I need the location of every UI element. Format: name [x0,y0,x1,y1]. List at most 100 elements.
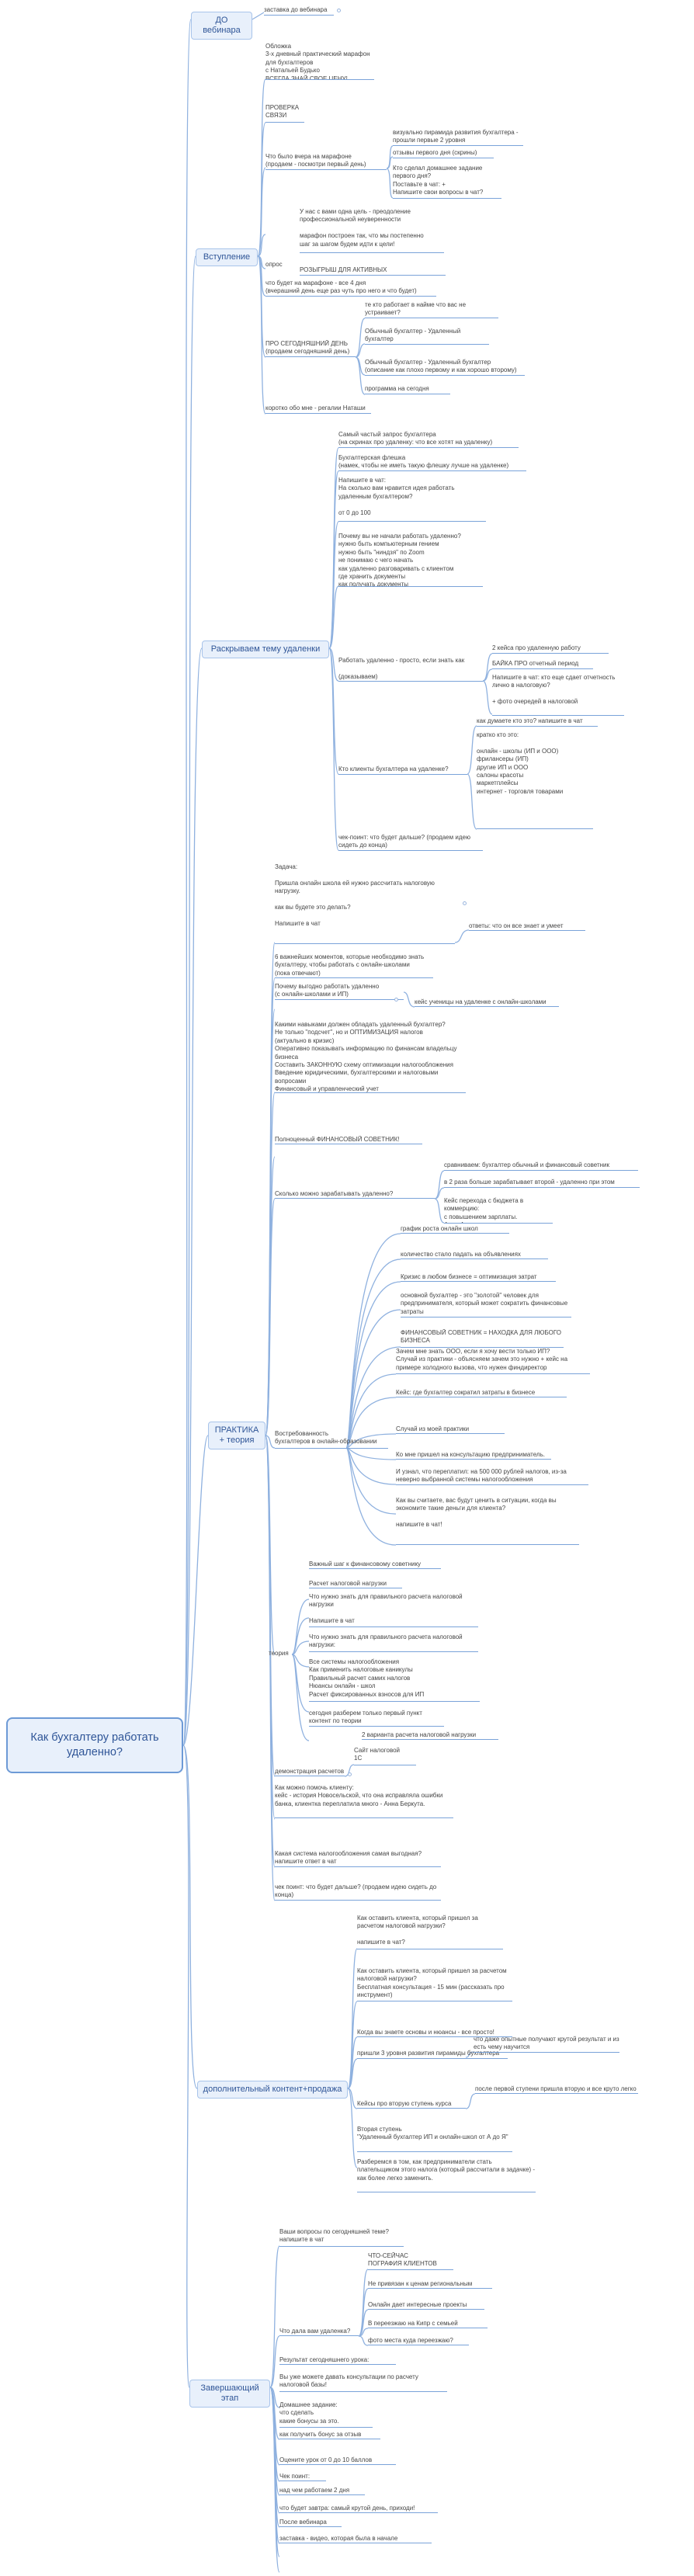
node-three-levels[interactable]: пришли 3 уровня развития пирамиды бухгал… [357,2050,508,2059]
node-calc-demo[interactable]: демонстрация расчетов [275,1768,345,1776]
node-financial-advisor[interactable]: Полноценный ФИНАНСОВЫЙ СОВЕТНИК! [275,1136,422,1144]
node-questions[interactable]: Ваши вопросы по сегодняшней теме? напиши… [279,2228,404,2247]
node-keep-client-chat[interactable]: Как оставить клиента, который пришел за … [357,1915,503,1949]
node-closing-video[interactable]: заставка - видео, которая была в начале [279,2535,432,2543]
node-become-payer[interactable]: Разберемся в том, как предприниматели ст… [357,2158,536,2192]
node-today-description[interactable]: Обычный бухгалтер - Удаленный бухгалтер … [365,359,525,376]
node-work-plan[interactable]: над чем работаем 2 дня [279,2487,365,2495]
node-checkpoint-b3[interactable]: чек-поинт: что будет дальше? (продаем ид… [338,834,483,851]
node-tax-systems-list[interactable]: Все системы налогообложения Как применит… [309,1658,480,1702]
node-basics-easy[interactable]: Когда вы знаете основы и нюансы - все пр… [357,2029,512,2037]
node-remote-is-easy[interactable]: Работать удаленно - просто, если знать к… [338,657,483,682]
node-yesterday-recap[interactable]: Что было вчера на марафоне (продаем - по… [265,153,387,170]
node-demand[interactable]: Востребованность бухгалтеров в онлайн-об… [275,1430,388,1449]
node-cover[interactable]: Обложка 3-х дневный практический марафон… [265,43,374,80]
node-today-pain-poll[interactable]: те кто работает в найме что вас не устра… [365,301,498,318]
node-tax-site[interactable]: Сайт налоговой 1С [354,1747,416,1765]
node-two-cases[interactable]: 2 кейса про удаленную работу [492,644,609,654]
node-second-step[interactable]: Вторая ступень "Удаленный бухгалтер ИП и… [357,2126,512,2152]
node-skills[interactable]: Какими навыками должен обладать удаленны… [275,1021,466,1093]
node-collapse-icon[interactable] [348,1772,352,1776]
node-help-client-case[interactable]: Как можно помочь клиенту: кейс - история… [275,1784,453,1818]
node-remote-clients[interactable]: Кто клиенты бухгалтера на удаленке? [338,766,467,775]
node-theory-needs[interactable]: Что нужно знать для правильного расчета … [309,1633,478,1652]
node-why-not-started[interactable]: Почему вы не начали работать удаленно? н… [338,533,483,587]
node-homework-check[interactable]: Кто сделал домашнее задание первого дня?… [393,165,501,199]
node-checkpoint-b6[interactable]: Чек поинт: [279,2473,326,2481]
node-after-first-step[interactable]: после первой ступени пришла вторую и все… [475,2085,638,2094]
node-how-much-earn[interactable]: Сколько можно зарабатывать удаленно? [275,1190,435,1199]
node-tax-office-queue[interactable]: Напишите в чат: кто еще сдает отчетность… [492,674,624,716]
node-growth-chart[interactable]: график роста онлайн школ [401,1225,509,1234]
node-cost-cut-case[interactable]: Кейс: где бухгалтер сократил затраты в б… [396,1389,567,1397]
branch-intro[interactable]: Вступление [196,248,258,266]
node-answers[interactable]: ответы: что он все знает и умеет [469,922,585,931]
node-chat-rating[interactable]: Напишите в чат: На сколько вам нравится … [338,477,486,522]
node-client-types[interactable]: кратко кто это: онлайн - школы (ИП и ООО… [477,731,593,829]
branch-remote-topic[interactable]: Раскрываем тему удаленки [202,641,329,658]
node-theory-chat[interactable]: Что нужно знать для правильного расчета … [309,1593,478,1627]
node-why-remote[interactable]: Почему выгодно работать удаленно (с онла… [275,983,404,1000]
node-moving-photo[interactable]: фото места куда переезжаю? [368,2337,469,2345]
node-reporting-story[interactable]: БАЙКА ПРО отчетный период [492,660,593,669]
node-pyramid-levels[interactable]: визуально пирамида развития бухгалтера -… [393,129,523,146]
node-webinar-intro-screen[interactable]: заставка до вебинара [264,6,334,16]
node-day1-reviews[interactable]: отзывы первого дня (скрины) [393,149,494,158]
node-today-visual[interactable]: Обычный бухгалтер - Удаленный бухгалтер … [365,328,489,345]
node-connection-check[interactable]: ПРОВЕРКА СВЯЗИ [265,104,304,123]
node-twice-income[interactable]: в 2 раза больше зарабатывает второй - уд… [444,1179,640,1188]
branch-final-stage[interactable]: Завершающий этап [189,2380,270,2408]
node-common-request[interactable]: Самый частый запрос бухгалтера (на скрин… [338,431,519,448]
node-important-step[interactable]: Важный шаг к финансовому советнику [309,1561,441,1569]
node-collapse-icon[interactable] [394,998,398,1002]
branch-before-webinar[interactable]: ДО вебинара [191,12,252,40]
root-topic[interactable]: Как бухгалтеру работать удаленно? [6,1717,183,1773]
node-entrepreneur-came[interactable]: Ко мне пришел на консультацию предприним… [396,1451,551,1460]
node-tax-load-calc[interactable]: Расчет налоговой нагрузки [309,1580,402,1588]
node-guess-clients[interactable]: как думаете кто это? напишите в чат [477,717,598,727]
node-first-point[interactable]: сегодня разберем только первый пункт кон… [309,1710,444,1727]
node-why-ooo[interactable]: Зачем мне знать ООО, если я хочу вести т… [396,1348,590,1374]
node-after-webinar[interactable]: После вебинара [279,2519,342,2527]
node-common-goal[interactable]: У нас с вами одна цель - преодоление про… [300,208,444,253]
node-today[interactable]: ПРО СЕГОДНЯШНИЙ ДЕНЬ (продаем сегодняшни… [265,340,356,357]
node-giveaway[interactable]: РОЗЫГРЫШ ДЛЯ АКТИВНЫХ [300,266,446,276]
node-my-practice[interactable]: Случай из моей практики [396,1425,505,1434]
branch-extra-content-sales[interactable]: дополнительный контент+продажа [197,2081,348,2099]
node-crisis-optimization[interactable]: Кризис в любом бизнесе = оптимизация зат… [401,1273,556,1282]
node-about-me[interactable]: коротко обо мне - регалии Наташи [265,404,371,414]
node-rate-lesson[interactable]: Оцените урок от 0 до 10 баллов [279,2456,396,2465]
node-regional-prices[interactable]: Не привязан к ценам региональным [368,2280,492,2289]
node-theory[interactable]: теория [269,1650,289,1657]
node-can-consult[interactable]: Вы уже можете давать консультации по рас… [279,2373,447,2392]
node-task[interactable]: Задача: Пришла онлайн школа ей нужно рас… [275,863,455,944]
node-second-step-cases[interactable]: Кейсы про вторую ступень курса [357,2100,466,2109]
node-two-methods[interactable]: 2 варианта расчета налоговой нагрузки [362,1731,498,1740]
node-homework[interactable]: Домашнее задание: что сделать какие бону… [279,2401,373,2428]
branch-practice-theory[interactable]: ПРАКТИКА + теория [208,1422,265,1449]
node-moving-cyprus[interactable]: В переезжаю на Кипр с семьей [368,2320,488,2328]
node-compare-accountants[interactable]: сравниваем: бухгалтер обычный и финансов… [444,1161,638,1171]
node-geography[interactable]: ЧТО-СЕЙЧАС ПОГРАФИЯ КЛИЕНТОВ [368,2252,453,2270]
node-collapse-icon[interactable] [337,9,341,12]
node-marathon-plan[interactable]: что будет на марафоне - все 4 дня (вчера… [265,279,436,297]
node-tomorrow[interactable]: что будет завтра: самый крутой день, при… [279,2505,438,2513]
node-checkpoint-b4[interactable]: чек поинт: что будет дальше? (продаем ид… [275,1883,441,1901]
node-lesson-result[interactable]: Результат сегодняшнего урока: [279,2356,396,2365]
node-advisor-for-business[interactable]: ФИНАНСОВЫЙ СОВЕТНИК = НАХОДКА ДЛЯ ЛЮБОГО… [401,1329,564,1348]
node-flash-drive[interactable]: Бухгалтерская флешка (намек, чтобы не им… [338,454,526,471]
node-value-question[interactable]: Как вы считаете, вас будут ценить в ситу… [396,1497,579,1545]
node-six-points[interactable]: 6 важнейших моментов, которые необходимо… [275,953,433,978]
node-transition-case[interactable]: Кейс перехода с бюджета в коммерцию: с п… [444,1197,553,1224]
node-what-remote-gave[interactable]: Что дала вам удаленка? [279,2328,359,2336]
node-experienced-results[interactable]: что даже опытные получают крутой результ… [474,2036,619,2053]
node-free-consultation[interactable]: Как оставить клиента, который пришел за … [357,1967,512,2001]
node-overpaid-taxes[interactable]: И узнал, что переплатил: на 500 000 рубл… [396,1468,588,1485]
node-poll-label[interactable]: опрос [265,261,283,268]
node-golden-person[interactable]: основной бухгалтер - это "золотой" челов… [401,1292,571,1318]
node-best-tax-system[interactable]: Какая система налогообложения самая выго… [275,1850,441,1867]
node-student-case[interactable]: кейс ученицы на удаленке с онлайн-школам… [415,998,559,1007]
node-bonus-review[interactable]: как получить бонус за отзыв [279,2431,380,2439]
node-collapse-icon[interactable] [463,901,467,905]
node-job-ads-drop[interactable]: количество стало падать на объявлениях [401,1251,548,1259]
